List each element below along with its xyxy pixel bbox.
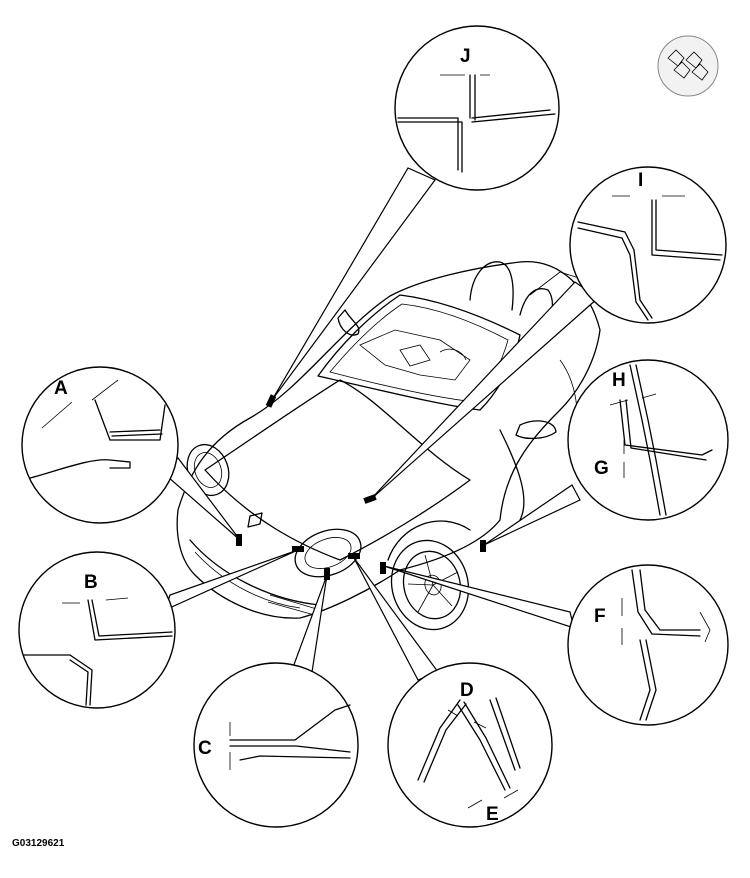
- label-b: B: [84, 572, 98, 593]
- label-g: G: [594, 458, 609, 479]
- detail-circle-a: A: [21, 366, 179, 524]
- label-c: C: [198, 738, 212, 759]
- label-f: F: [594, 606, 606, 627]
- label-e: E: [486, 804, 499, 825]
- label-d: D: [460, 680, 474, 701]
- detail-circle-j: J: [394, 25, 560, 191]
- detail-circle-gh: H G: [567, 359, 729, 521]
- label-h: H: [612, 370, 626, 391]
- detail-circle-de: D E: [387, 662, 553, 828]
- detail-circle-c: C: [193, 662, 359, 828]
- detail-circle-f: F: [567, 564, 729, 726]
- figure-code: G03129621: [12, 838, 65, 849]
- label-a: A: [54, 378, 68, 399]
- detail-circle-i: I: [569, 166, 727, 324]
- porsche-logo-icon: [657, 35, 719, 97]
- car-illustration: [176, 261, 601, 631]
- detail-circle-b: B: [18, 551, 176, 709]
- leader-lines: [159, 167, 599, 681]
- label-j: J: [460, 46, 471, 67]
- label-i: I: [638, 170, 643, 191]
